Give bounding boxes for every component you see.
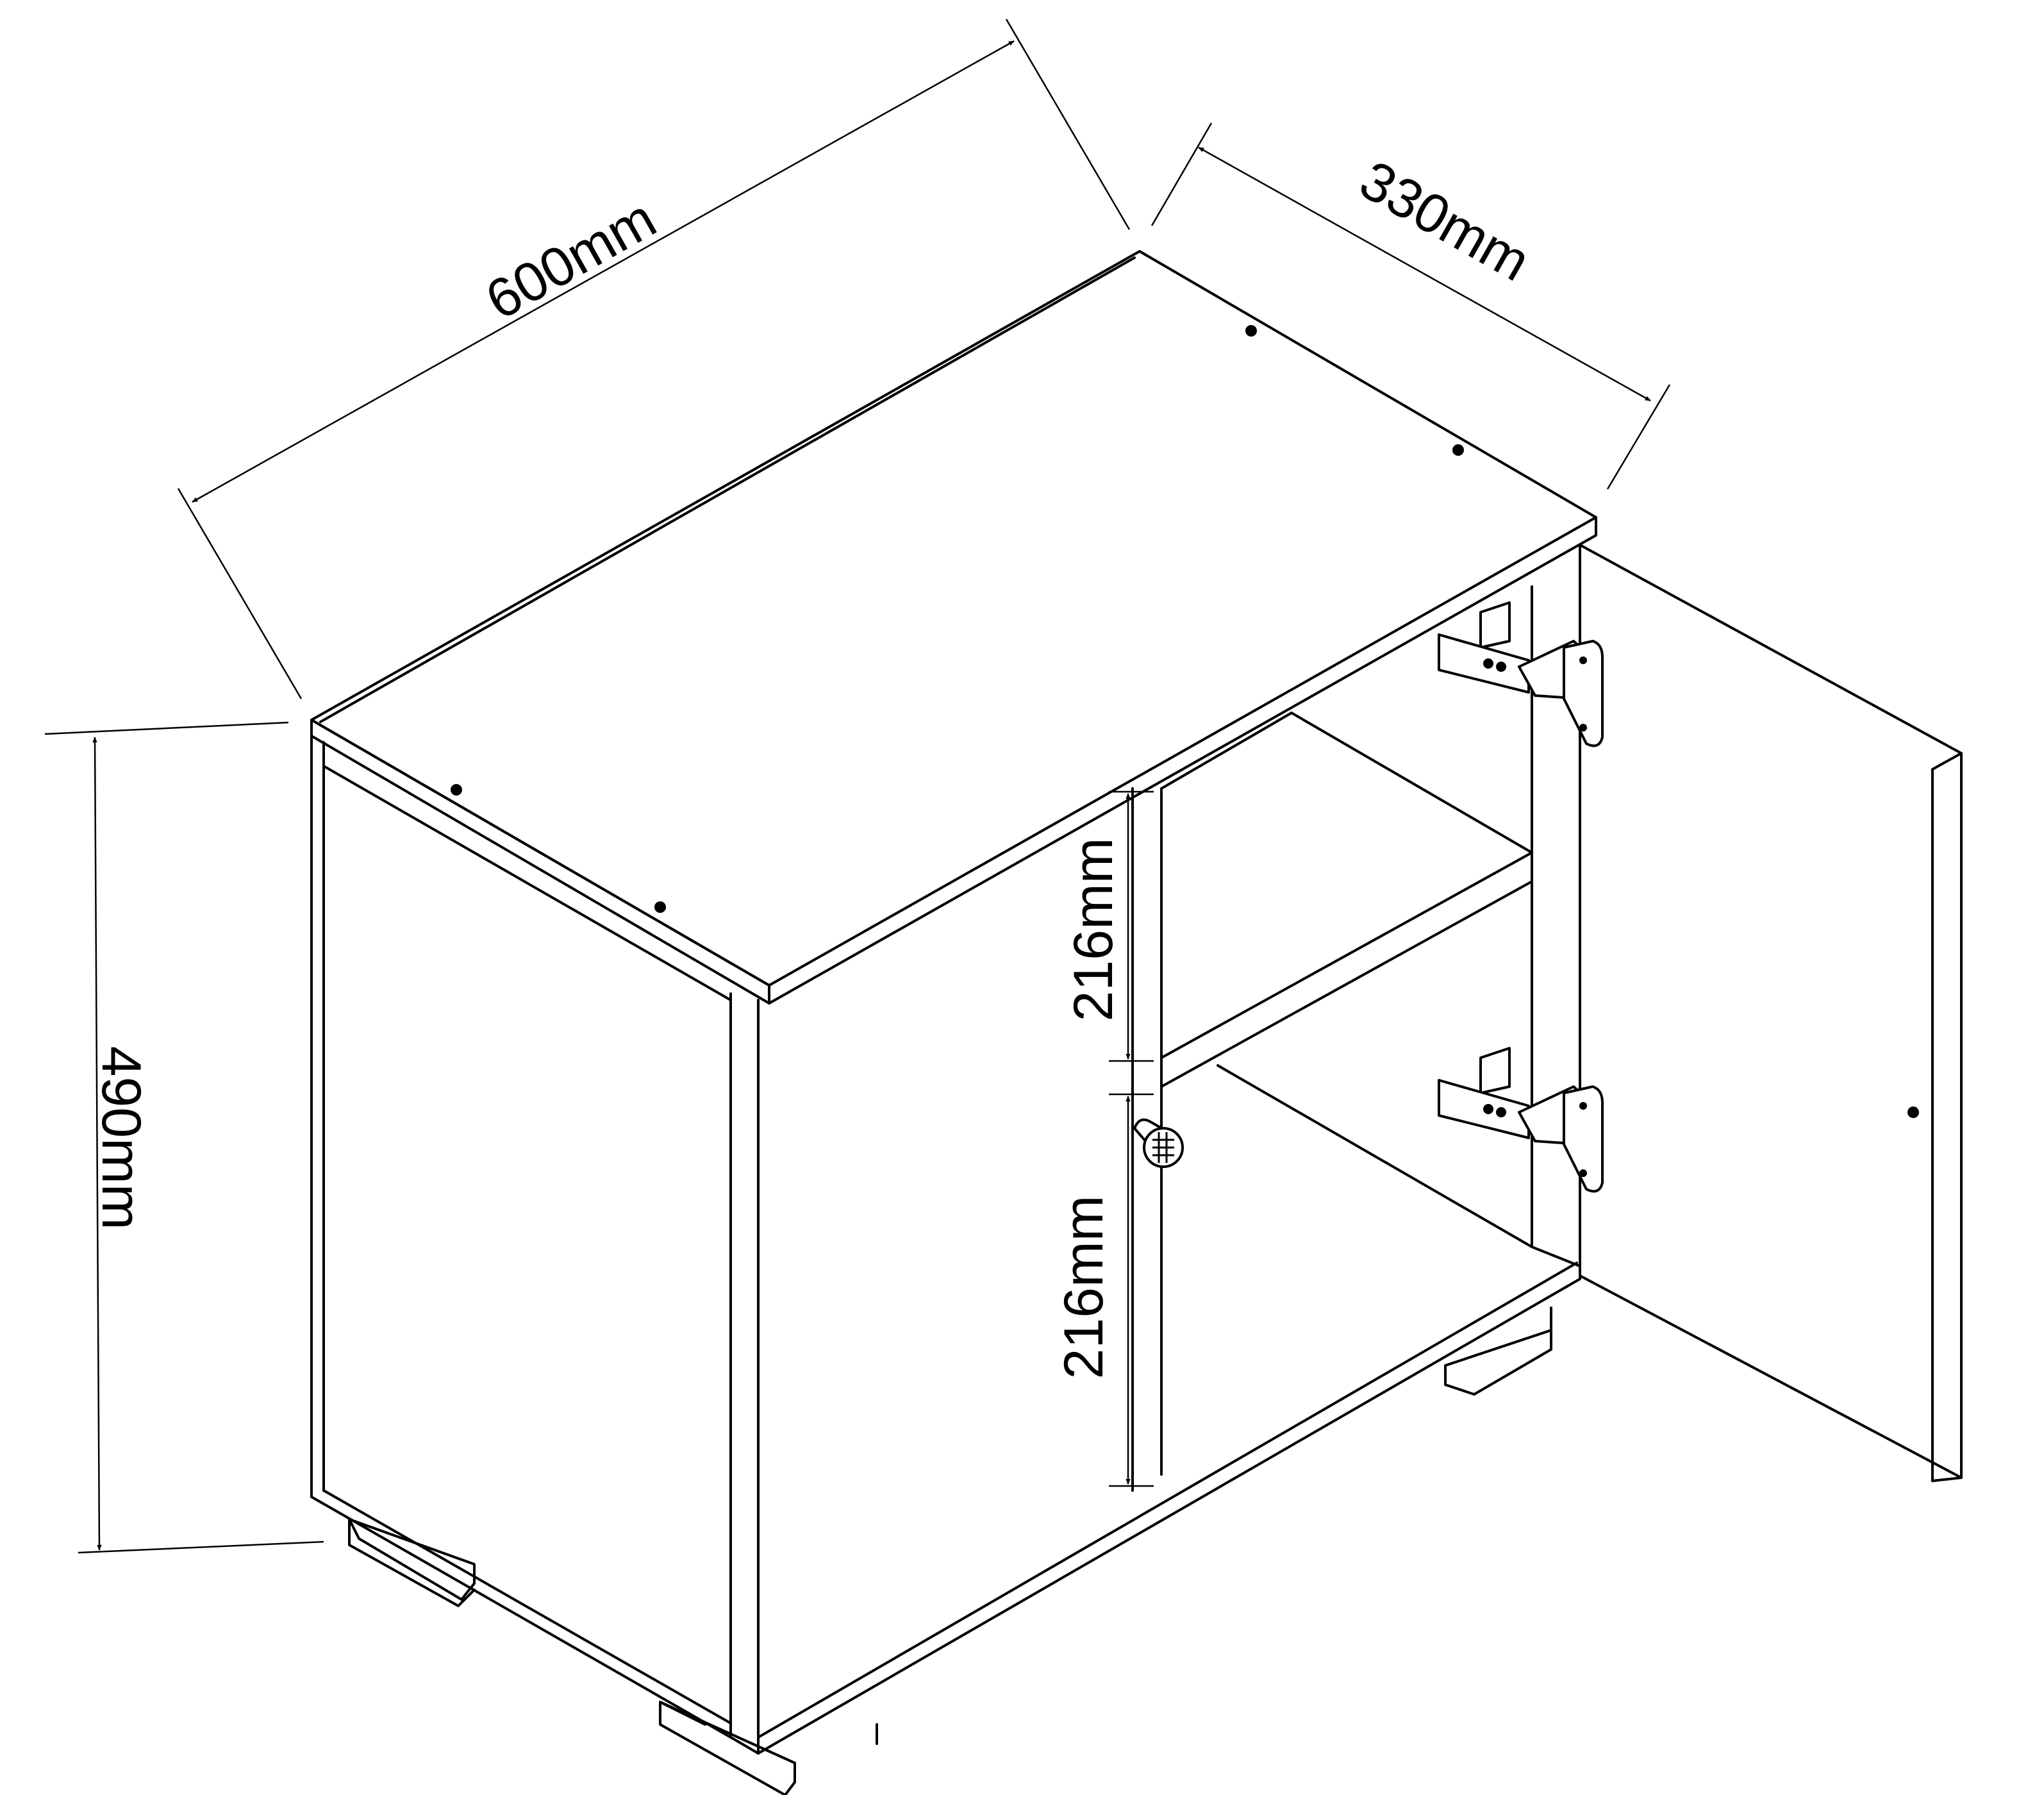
dowel-hole [1907, 1106, 1919, 1118]
dimension-lower-compartment: 216mm [1053, 1093, 1154, 1487]
feet [348, 1307, 1552, 1795]
dimension-height: 490mm [44, 721, 324, 1554]
foot [659, 1701, 796, 1795]
cabinet [310, 250, 1963, 1795]
height-label: 490mm [90, 1046, 152, 1230]
middle-shelf [1160, 712, 1533, 1248]
foot [1444, 1329, 1552, 1396]
left-side-panel [310, 735, 732, 1739]
hinge-upper [1438, 601, 1604, 747]
inner-wall [1131, 585, 1533, 1492]
foot [348, 1518, 476, 1601]
dowel-hole [1245, 325, 1257, 337]
dowel-hole [1452, 444, 1464, 456]
door-knob [1133, 1118, 1184, 1168]
depth-label: 330mm [1350, 149, 1540, 293]
lower-compartment-label: 216mm [1053, 1196, 1115, 1380]
dowel-hole [451, 784, 462, 796]
top-panel [310, 250, 1597, 1005]
dimension-depth: 330mm [1151, 122, 1671, 490]
upper-compartment-label: 216mm [1063, 838, 1124, 1022]
front-edge [729, 999, 760, 1755]
bottom-panel [757, 1246, 1581, 1755]
dimension-upper-compartment: 216mm [1063, 790, 1154, 1062]
dowel-hole [654, 901, 666, 913]
hinge-lower [1438, 1047, 1604, 1193]
dimension-width: 600mm [177, 19, 1131, 699]
width-label: 600mm [476, 187, 666, 331]
open-door [1579, 544, 1963, 1482]
